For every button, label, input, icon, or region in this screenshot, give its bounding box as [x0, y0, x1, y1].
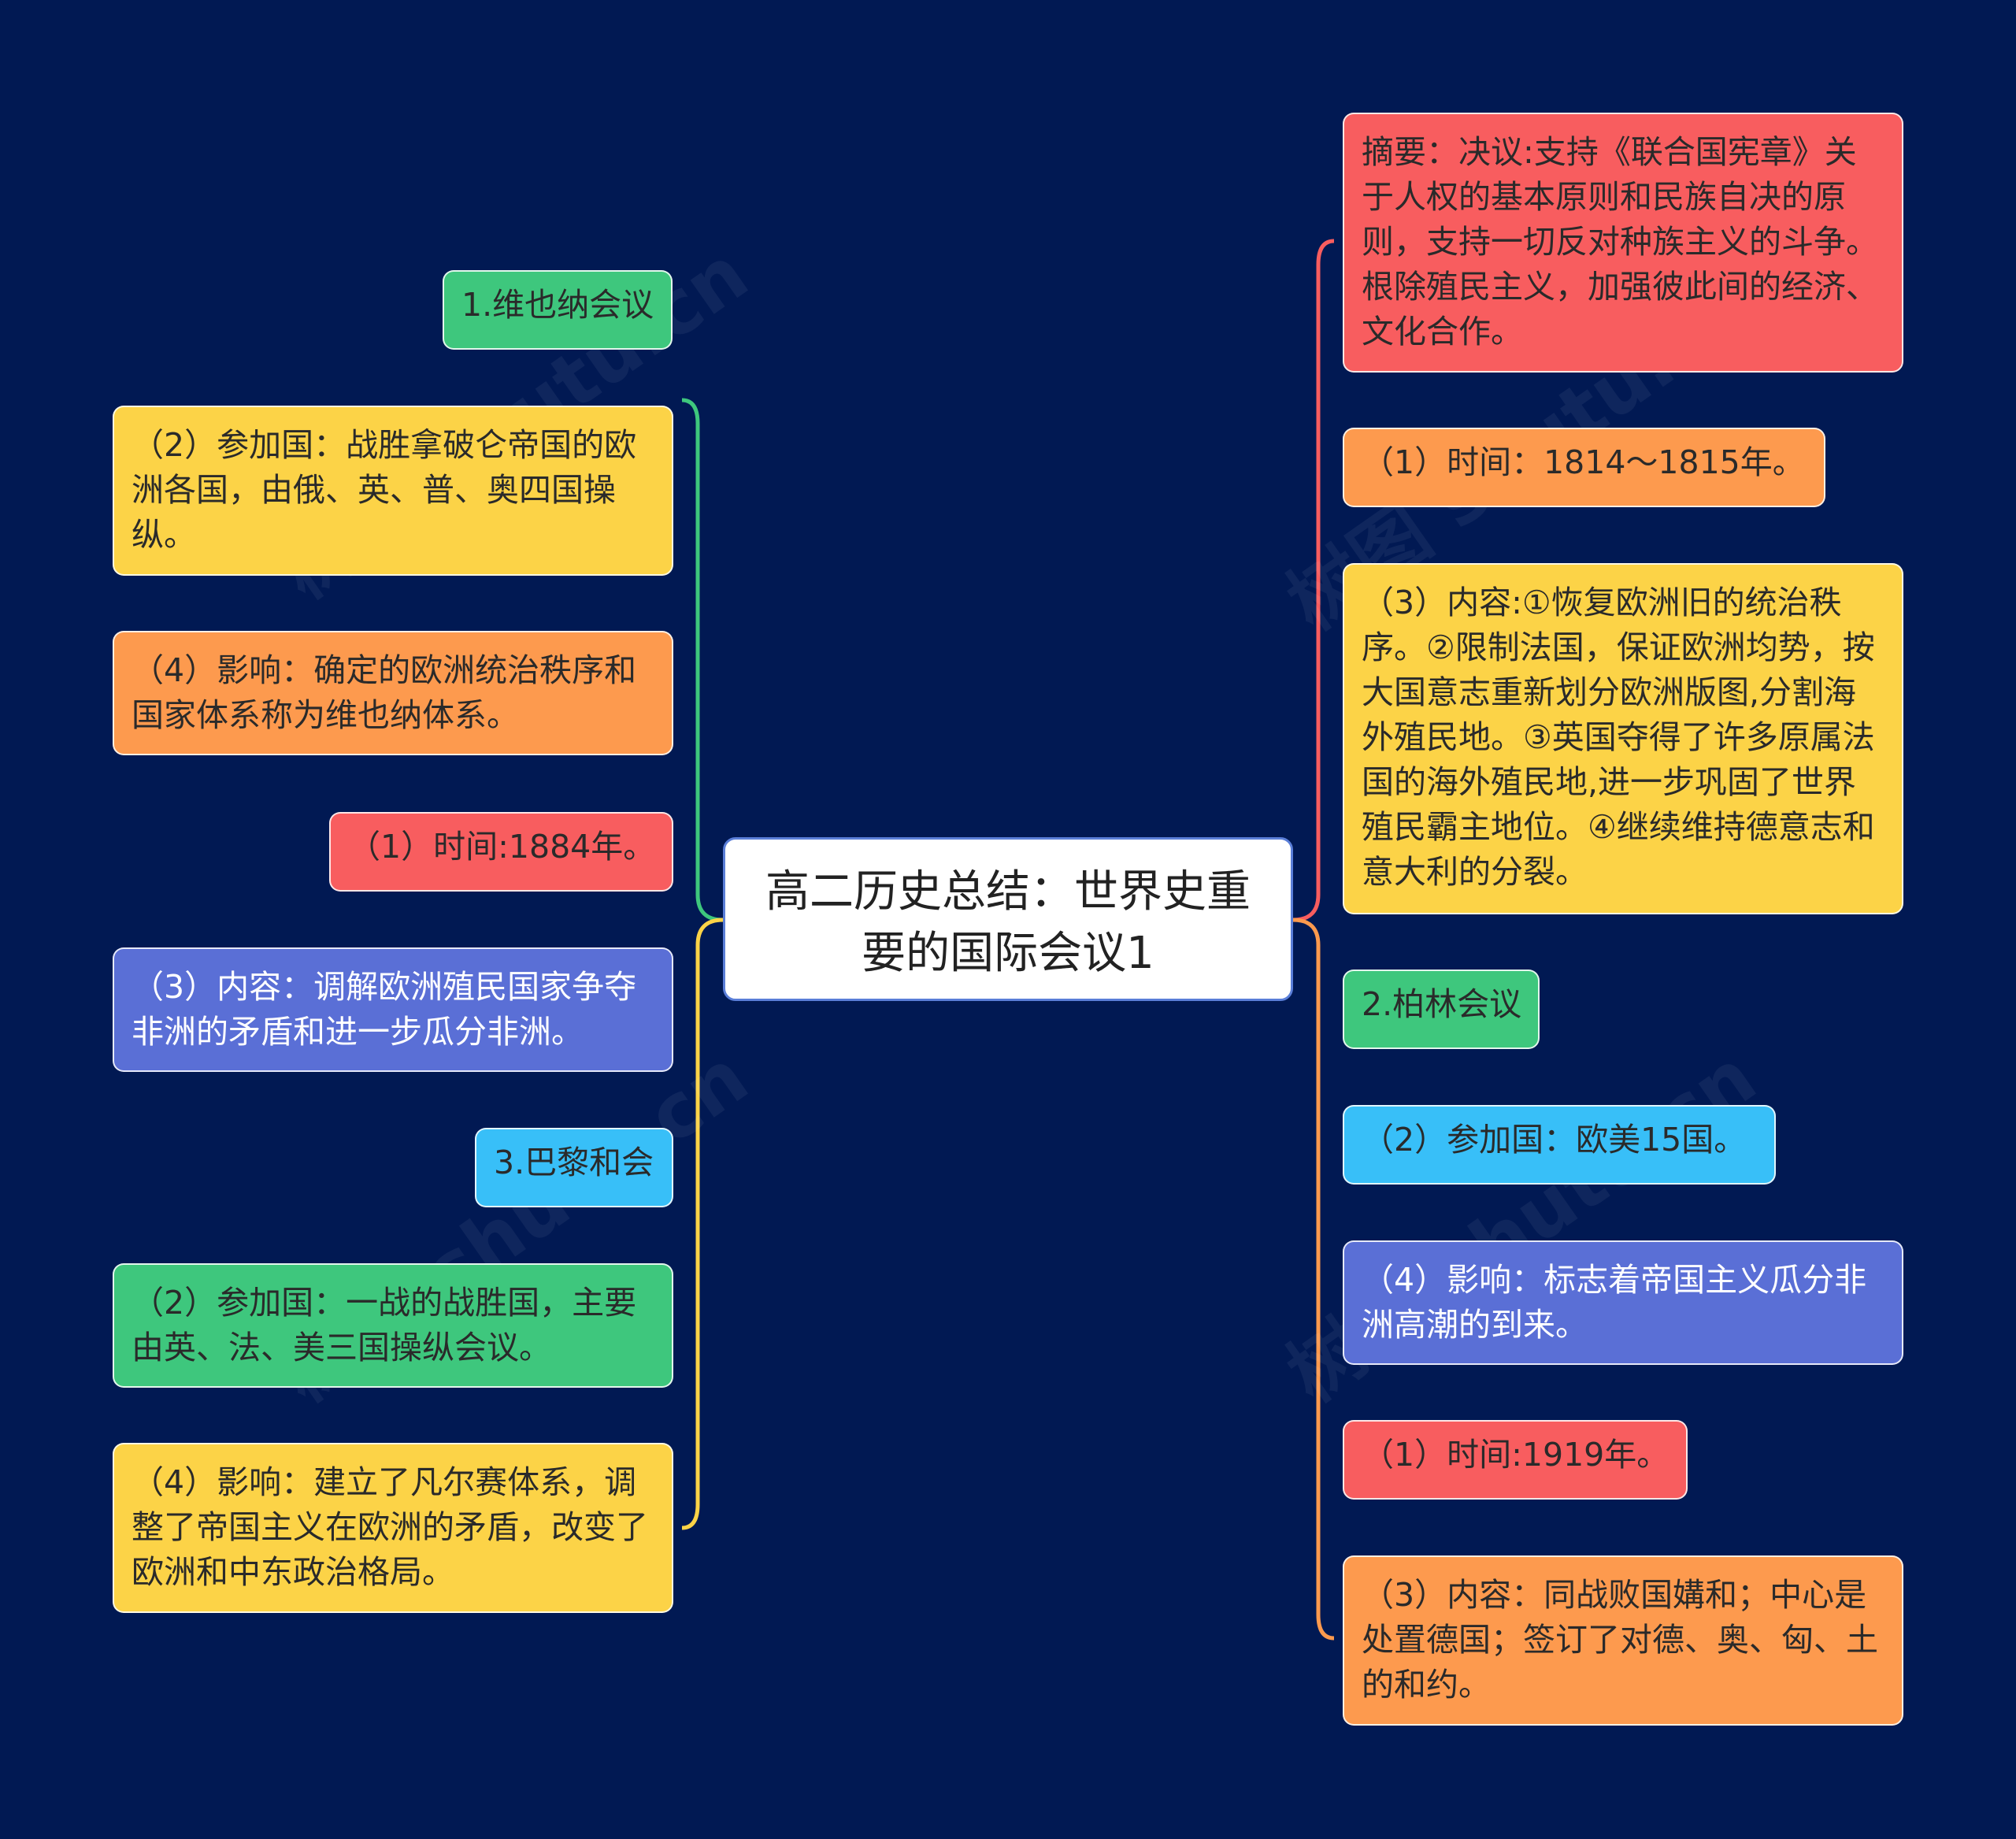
- right-node-berlin-impact[interactable]: （4）影响：标志着帝国主义瓜分非洲高潮的到来。: [1343, 1240, 1903, 1365]
- connector-left-upper: [681, 398, 724, 922]
- node-label: 1.维也纳会议: [461, 286, 654, 324]
- node-label: （4）影响：确定的欧洲统治秩序和国家体系称为维也纳体系。: [132, 651, 637, 734]
- node-label: （2）参加国：欧美15国。: [1362, 1121, 1747, 1159]
- right-node-vienna-time[interactable]: （1）时间：1814～1815年。: [1343, 428, 1825, 507]
- node-label: （3）内容:①恢复欧洲旧的统治秩序。②限制法国，保证欧洲均势，按大国意志重新划分…: [1362, 584, 1875, 891]
- left-node-vienna-participants[interactable]: （2）参加国：战胜拿破仑帝国的欧洲各国，由俄、英、普、奥四国操纵。: [113, 406, 673, 576]
- node-label: （2）参加国：战胜拿破仑帝国的欧洲各国，由俄、英、普、奥四国操纵。: [132, 426, 637, 554]
- left-node-paris-impact[interactable]: （4）影响：建立了凡尔赛体系，调整了帝国主义在欧洲的矛盾，改变了欧洲和中东政治格…: [113, 1443, 673, 1613]
- node-label: （1）时间:1919年。: [1362, 1436, 1670, 1474]
- node-label: 3.巴黎和会: [494, 1144, 654, 1181]
- root-topic[interactable]: 高二历史总结：世界史重要的国际会议1: [723, 837, 1293, 1001]
- left-node-vienna-impact[interactable]: （4）影响：确定的欧洲统治秩序和国家体系称为维也纳体系。: [113, 631, 673, 755]
- node-label: 2.柏林会议: [1362, 985, 1522, 1023]
- node-label: （4）影响：标志着帝国主义瓜分非洲高潮的到来。: [1362, 1261, 1867, 1344]
- node-label: （1）时间：1814～1815年。: [1362, 443, 1805, 481]
- right-node-paris-content[interactable]: （3）内容：同战败国媾和；中心是处置德国；签订了对德、奥、匈、土的和约。: [1343, 1555, 1903, 1726]
- left-node-vienna-congress[interactable]: 1.维也纳会议: [443, 270, 673, 350]
- node-label: （4）影响：建立了凡尔赛体系，调整了帝国主义在欧洲的矛盾，改变了欧洲和中东政治格…: [132, 1463, 648, 1591]
- connector-left-lower: [681, 918, 724, 1530]
- left-node-paris-conference[interactable]: 3.巴黎和会: [475, 1128, 673, 1207]
- root-title: 高二历史总结：世界史重要的国际会议1: [765, 866, 1251, 979]
- left-node-berlin-content[interactable]: （3）内容：调解欧洲殖民国家争夺非洲的矛盾和进一步瓜分非洲。: [113, 947, 673, 1072]
- node-label: （3）内容：同战败国媾和；中心是处置德国；签订了对德、奥、匈、土的和约。: [1362, 1576, 1878, 1704]
- connector-right-lower: [1292, 918, 1335, 1641]
- right-node-vienna-content[interactable]: （3）内容:①恢复欧洲旧的统治秩序。②限制法国，保证欧洲均势，按大国意志重新划分…: [1343, 563, 1903, 914]
- right-node-berlin-conference[interactable]: 2.柏林会议: [1343, 970, 1540, 1049]
- connector-right-upper: [1292, 239, 1335, 922]
- node-label: （1）时间:1884年。: [348, 828, 656, 866]
- node-label: （2）参加国：一战的战胜国，主要由英、法、美三国操纵会议。: [132, 1284, 637, 1366]
- node-label: （3）内容：调解欧洲殖民国家争夺非洲的矛盾和进一步瓜分非洲。: [132, 968, 637, 1051]
- right-node-paris-time[interactable]: （1）时间:1919年。: [1343, 1420, 1688, 1500]
- node-label: 摘要：决议:支持《联合国宪章》关于人权的基本原则和民族自决的原则，支持一切反对种…: [1362, 133, 1878, 350]
- left-node-berlin-time[interactable]: （1）时间:1884年。: [329, 812, 673, 892]
- right-node-summary[interactable]: 摘要：决议:支持《联合国宪章》关于人权的基本原则和民族自决的原则，支持一切反对种…: [1343, 113, 1903, 373]
- left-node-paris-participants[interactable]: （2）参加国：一战的战胜国，主要由英、法、美三国操纵会议。: [113, 1263, 673, 1388]
- right-node-berlin-participants[interactable]: （2）参加国：欧美15国。: [1343, 1105, 1776, 1185]
